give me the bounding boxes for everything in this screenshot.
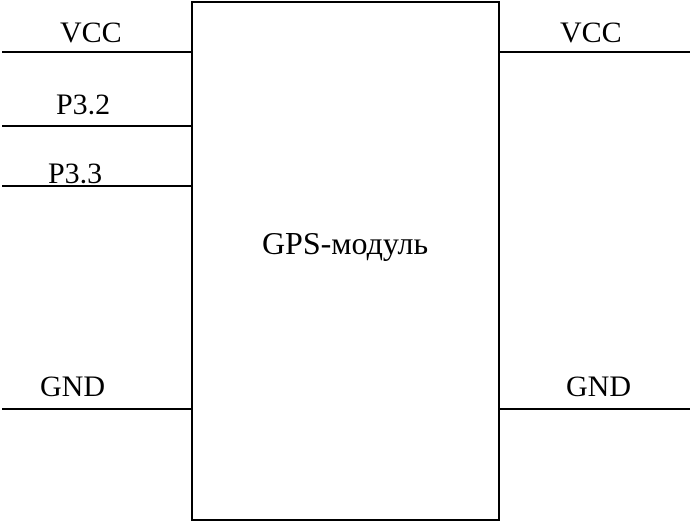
right-pin-vcc: VCC [499,16,690,53]
left-p3-3-label: P3.3 [48,157,102,190]
right-gnd-label: GND [566,370,631,403]
left-vcc-label: VCC [60,16,122,49]
right-pin-gnd: GND [499,370,690,410]
left-pin-p3-2: P3.2 [2,88,192,127]
left-pin-vcc: VCC [2,16,192,53]
gps-module-label: GPS-модуль [262,225,428,261]
right-vcc-label: VCC [560,16,622,49]
left-pin-p3-3: P3.3 [2,157,192,190]
gps-module-box [191,1,500,521]
left-gnd-label: GND [40,370,105,403]
left-p3-2-label: P3.2 [56,88,110,121]
left-pin-gnd: GND [2,370,192,410]
